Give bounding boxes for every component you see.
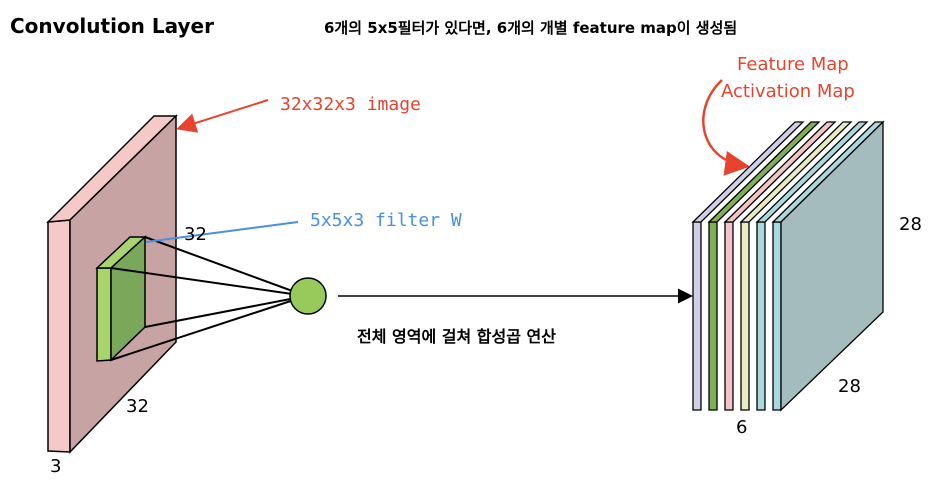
input-height-label: 32 bbox=[184, 224, 207, 245]
filter-annotation-line bbox=[145, 221, 299, 243]
output-height-label: 28 bbox=[899, 214, 922, 235]
output-width-label: 28 bbox=[838, 376, 861, 397]
feature-map-3 bbox=[723, 121, 837, 411]
output-neuron bbox=[289, 277, 327, 315]
output-depth-label: 6 bbox=[736, 417, 747, 438]
filter-side bbox=[96, 267, 112, 362]
image-annotation-arrow bbox=[176, 99, 269, 133]
filter-volume bbox=[95, 235, 147, 362]
feature-map-label: Feature Map bbox=[737, 54, 849, 75]
image-label: 32x32x3 image bbox=[280, 94, 421, 115]
feature-map-annotation-arrow bbox=[702, 79, 750, 176]
feature-map-5 bbox=[755, 121, 869, 411]
filter-label: 5x5x3 filter W bbox=[310, 210, 462, 231]
diagram-subtitle: 6개의 5x5필터가 있다면, 6개의 개별 feature map이 생성됨 bbox=[324, 19, 738, 37]
feature-map-4 bbox=[739, 121, 853, 411]
activation-map-label: Activation Map bbox=[721, 81, 855, 102]
receptive-field-lines bbox=[110, 236, 307, 361]
input-volume-side bbox=[47, 219, 71, 453]
feature-map-6 bbox=[771, 120, 885, 412]
diagram-title: Convolution Layer bbox=[10, 14, 214, 38]
operation-label: 전체 영역에 걸쳐 합성곱 연산 bbox=[357, 327, 556, 346]
feature-maps bbox=[691, 120, 885, 412]
input-depth-label: 3 bbox=[50, 456, 61, 477]
feature-map-2 bbox=[707, 121, 821, 411]
input-width-label: 32 bbox=[126, 396, 149, 417]
